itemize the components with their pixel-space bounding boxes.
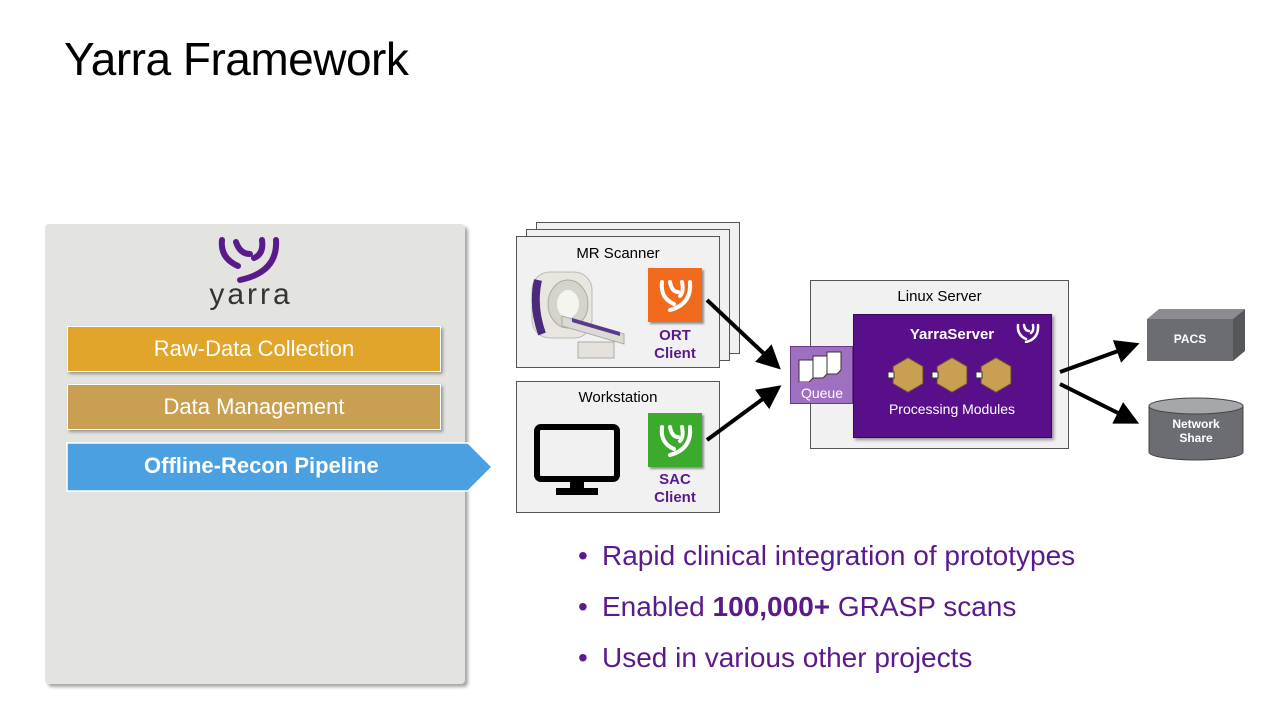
processing-modules: [887, 357, 1012, 393]
sac-client-icon: [648, 413, 702, 467]
bullet-2-text-pre: Enabled: [602, 591, 713, 622]
logo-text: yarra: [209, 278, 293, 311]
sac-label-line2: Client: [654, 489, 696, 506]
processing-module-hexagon: [892, 357, 924, 393]
queue-label: Queue: [800, 385, 844, 401]
bullet-1-text: Rapid clinical integration of prototypes: [602, 540, 1076, 571]
slide-title: Yarra Framework: [64, 33, 409, 85]
processing-module-hexagon: [980, 357, 1012, 393]
yarraserver-box: YarraServer Processing Modules: [853, 314, 1052, 438]
yarra-logo-icon: [218, 237, 280, 283]
bullet-1: • Rapid clinical integration of prototype…: [578, 540, 1075, 572]
sac-label-line1: SAC: [659, 471, 691, 488]
arrow-server-to-share: [1059, 382, 1140, 424]
yarraserver-title: YarraServer: [909, 326, 995, 343]
pacs-server-icon: [1147, 309, 1245, 361]
module-port: [887, 371, 895, 379]
network-share-label: Network Share: [1149, 417, 1243, 445]
bullet-dot: •: [578, 591, 588, 622]
queue-documents-icon: [798, 351, 842, 382]
stage-label: Data Management: [163, 394, 345, 419]
queue-box: Queue: [790, 346, 853, 404]
bullet-dot: •: [578, 642, 588, 673]
mr-scanner-title: MR Scanner: [576, 245, 660, 262]
processing-module-hexagon: [936, 357, 968, 393]
pacs-label: PACS: [1173, 332, 1207, 346]
ort-client-icon: [648, 268, 702, 322]
bullet-2-text-bold: 100,000+: [712, 591, 831, 622]
module-port: [975, 371, 983, 379]
arrow-server-to-pacs: [1059, 340, 1140, 374]
yarra-small-logo-icon: [1016, 323, 1040, 343]
bullet-2-text-post: GRASP scans: [830, 591, 1017, 622]
bullet-3-text: Used in various other projects: [602, 642, 973, 673]
linux-server-title: Linux Server: [897, 288, 982, 305]
ort-client-label: ORT Client: [640, 327, 710, 363]
processing-modules-label: Processing Modules: [888, 401, 1016, 417]
stage-raw-data-collection[interactable]: Raw-Data Collection: [67, 326, 441, 372]
bullet-dot: •: [578, 540, 588, 571]
stage-label: Raw-Data Collection: [153, 336, 355, 361]
stage-offline-recon-arrow: [66, 442, 494, 492]
ort-label-line1: ORT: [659, 327, 691, 344]
ort-label-line2: Client: [654, 345, 696, 362]
monitor-icon: [534, 424, 620, 495]
stage-offline-recon-pipeline[interactable]: Offline-Recon Pipeline: [67, 443, 477, 489]
workstation-title: Workstation: [578, 389, 658, 406]
bullet-3: • Used in various other projects: [578, 642, 972, 674]
stage-data-management[interactable]: Data Management: [67, 384, 441, 430]
network-share-icon: [1148, 397, 1244, 461]
network-share-label-line2: Share: [1179, 431, 1213, 445]
mr-scanner-icon: [531, 271, 625, 359]
module-port: [931, 371, 939, 379]
sac-client-label: SAC Client: [640, 471, 710, 507]
network-share-label-line1: Network: [1172, 417, 1220, 431]
bullet-2: • Enabled 100,000+ GRASP scans: [578, 591, 1016, 623]
stage-label: Offline-Recon Pipeline: [144, 453, 379, 478]
